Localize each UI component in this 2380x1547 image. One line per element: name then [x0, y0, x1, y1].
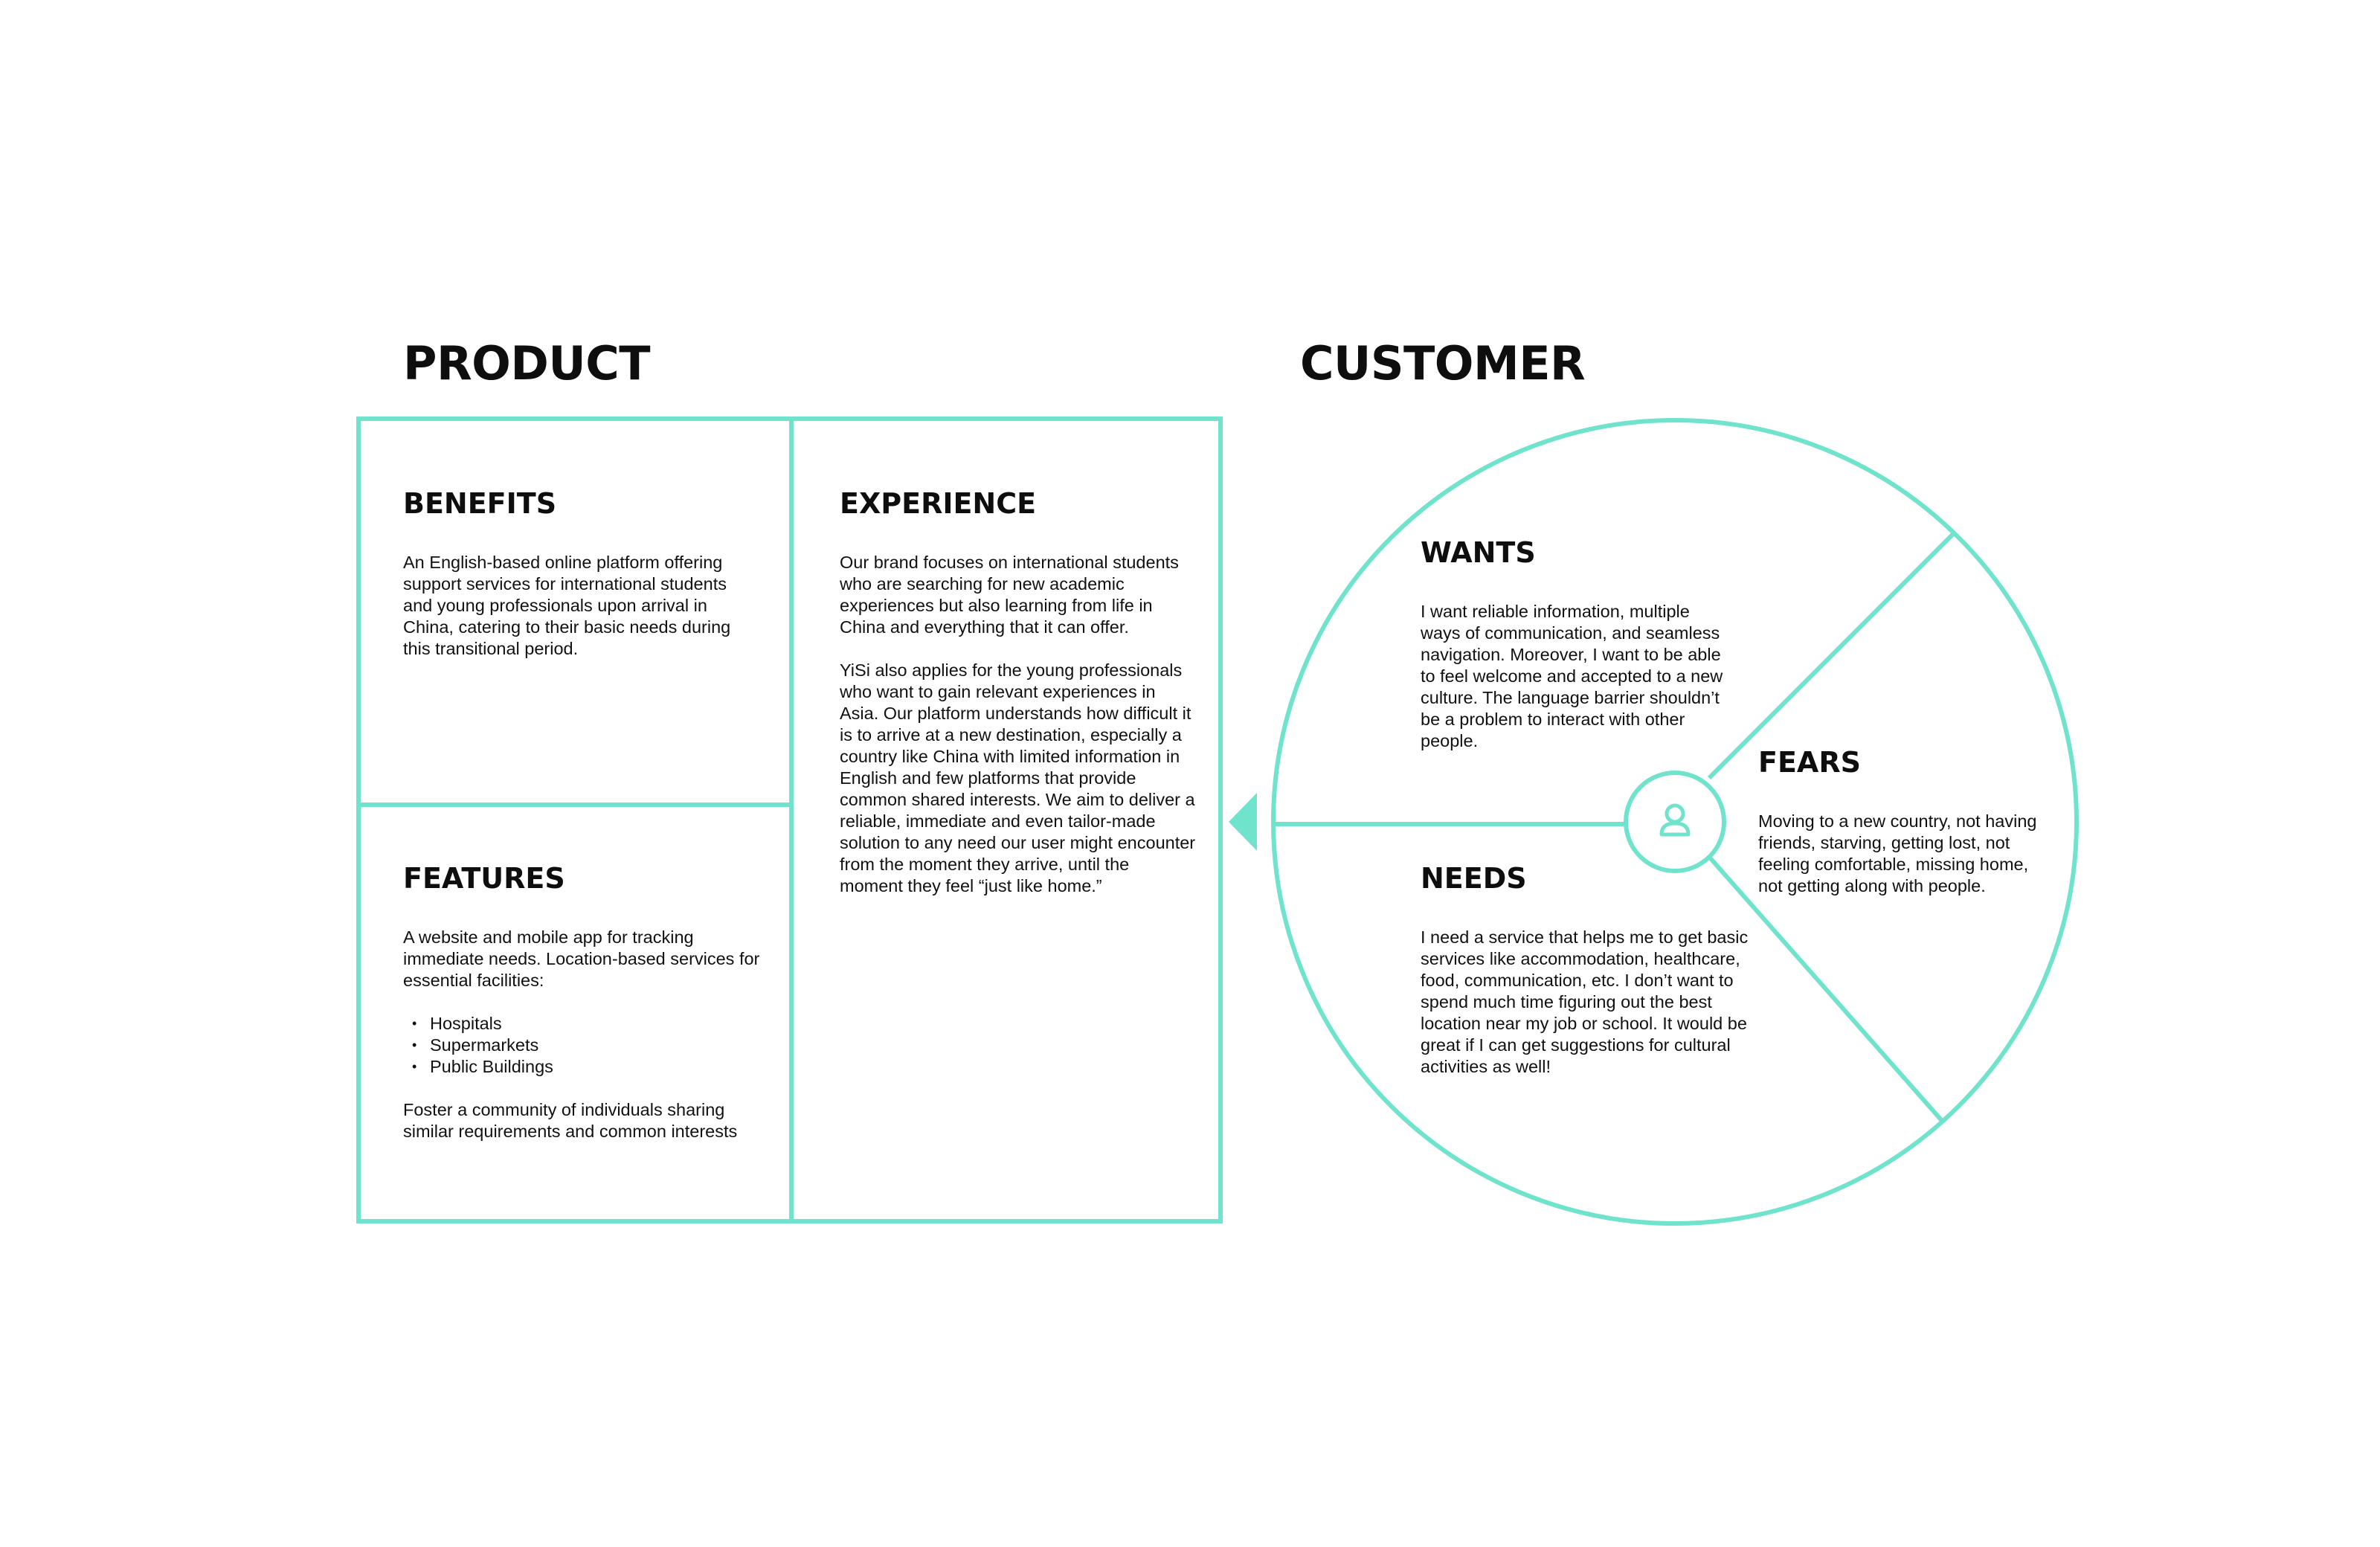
experience-text: Our brand focuses on international stude… — [840, 552, 1197, 897]
needs-heading: NEEDS — [1421, 862, 1527, 895]
product-title: PRODUCT — [403, 336, 651, 390]
features-heading: FEATURES — [403, 862, 565, 895]
user-icon — [1659, 803, 1691, 837]
features-list-item: Public Buildings — [403, 1056, 760, 1078]
features-outro: Foster a community of individuals sharin… — [403, 1100, 738, 1141]
experience-paragraph-1: Our brand focuses on international stude… — [840, 553, 1179, 637]
features-list: Hospitals Supermarkets Public Buildings — [403, 1013, 760, 1078]
features-list-item: Supermarkets — [403, 1035, 760, 1056]
needs-text: I need a service that helps me to get ba… — [1421, 927, 1759, 1078]
fears-paragraph: Moving to a new country, not having frie… — [1758, 811, 2037, 895]
benefits-heading: BENEFITS — [403, 487, 557, 520]
fears-text: Moving to a new country, not having frie… — [1758, 811, 2041, 897]
customer-title: CUSTOMER — [1300, 336, 1586, 390]
needs-paragraph: I need a service that helps me to get ba… — [1421, 927, 1749, 1076]
customer-divider-upper-right — [1707, 530, 1957, 780]
features-list-item: Hospitals — [403, 1013, 760, 1035]
features-intro: A website and mobile app for tracking im… — [403, 927, 760, 990]
paragraph-spacer — [403, 991, 760, 1013]
customer-divider-lower-right — [1707, 855, 1945, 1123]
benefits-text: An English-based online platform offerin… — [403, 552, 760, 660]
paragraph-spacer — [403, 1078, 760, 1099]
features-text: A website and mobile app for tracking im… — [403, 927, 760, 1142]
benefits-paragraph: An English-based online platform offerin… — [403, 553, 731, 658]
paragraph-spacer — [840, 638, 1197, 660]
experience-heading: EXPERIENCE — [840, 487, 1037, 520]
wants-text: I want reliable information, multiple wa… — [1421, 601, 1726, 752]
triangle-left-icon — [1229, 793, 1257, 851]
experience-paragraph-2: YiSi also applies for the young professi… — [840, 660, 1196, 895]
wants-heading: WANTS — [1421, 536, 1536, 569]
wants-paragraph: I want reliable information, multiple wa… — [1421, 602, 1723, 750]
fears-heading: FEARS — [1758, 746, 1861, 779]
